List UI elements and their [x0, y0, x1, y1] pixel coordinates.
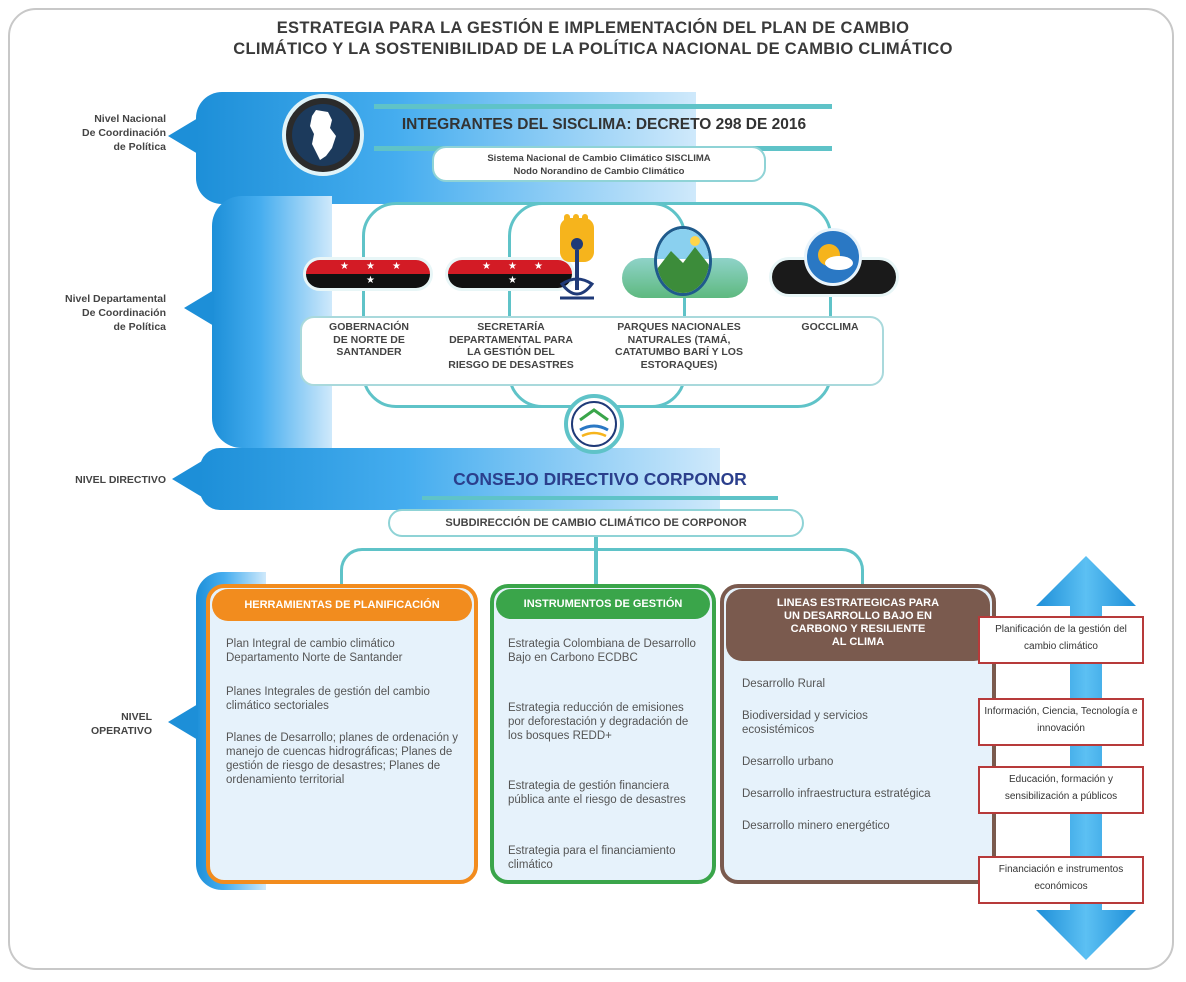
sisclima-subtitle-pill: Sistema Nacional de Cambio Climático SIS…: [432, 146, 766, 182]
hand-emblem-icon: [552, 214, 602, 314]
consejo-underline: [422, 496, 778, 500]
departamental-arrow: [184, 290, 214, 326]
directivo-arrow: [172, 461, 202, 497]
entity-parques-line-3: CATATUMBO BARÍ Y LOS: [615, 346, 743, 358]
instrumentos-item: Estrategia de gestión financiera pública…: [508, 780, 686, 806]
lineas-item: Desarrollo infraestructura estratégica: [742, 788, 931, 800]
side-box-informacion: Información, Ciencia, Tecnología e innov…: [978, 698, 1144, 746]
entity-secretaria-line-2: DEPARTAMENTAL PARA: [449, 333, 573, 346]
center-column-stem: [594, 548, 598, 588]
entity-secretaria-line-1: SECRETARÍA: [477, 321, 545, 333]
diagram-title: ESTRATEGIA PARA LA GESTIÓN E IMPLEMENTAC…: [0, 18, 1186, 60]
nivel-operativo-line-1: NIVEL: [121, 711, 152, 723]
double-arrow-icon: [1026, 556, 1146, 960]
lineas-item: Desarrollo urbano: [742, 756, 834, 768]
entity-secretaria-line-3: LA GESTIÓN DEL: [467, 346, 555, 358]
nacional-arrow: [168, 118, 198, 154]
nivel-departamental-line-1: Nivel Departamental: [65, 293, 166, 305]
nivel-departamental-line-2: De Coordinación: [81, 307, 166, 319]
entity-gobernacion-line-3: SANTANDER: [336, 346, 402, 358]
operativo-arrow: [168, 704, 198, 740]
entity-parques-line-1: PARQUES NACIONALES: [617, 321, 741, 333]
instrumentos-item: Estrategia reducción de emisiones por de…: [508, 702, 689, 742]
subdireccion-stem: [594, 537, 598, 551]
entity-gobernacion: GOBERNACIÓN DE NORTE DE SANTANDER: [304, 321, 434, 359]
nivel-operativo-label: NIVEL OPERATIVO: [20, 710, 152, 738]
entity-parques: PARQUES NACIONALES NATURALES (TAMÁ, CATA…: [594, 321, 764, 371]
entity-parques-line-2: NATURALES (TAMÁ,: [627, 333, 731, 346]
map-medallion-icon: [282, 94, 364, 176]
parques-badge-icon: [654, 226, 712, 296]
sisclima-sub-line-1: Sistema Nacional de Cambio Climático SIS…: [487, 153, 711, 164]
entity-secretaria: SECRETARÍA DEPARTAMENTAL PARA LA GESTIÓN…: [438, 321, 584, 371]
herramientas-item: Planes de Desarrollo; planes de ordenaci…: [226, 732, 459, 786]
gocclima-sun-icon: [804, 228, 862, 286]
consejo-directivo-title: CONSEJO DIRECTIVO CORPONOR: [453, 469, 747, 489]
side-box-planificacion: Planificación de la gestión del cambio c…: [978, 616, 1144, 664]
herramientas-item: Planes Integrales de gestión del cambio …: [226, 686, 430, 712]
lineas-item: Desarrollo Rural: [742, 678, 826, 690]
nivel-directivo-label: NIVEL DIRECTIVO: [75, 474, 166, 486]
columns-connector: [340, 548, 864, 596]
lineas-heading-line-4: AL CLIMA: [831, 636, 885, 648]
lineas-heading-line-2: UN DESARROLLO BAJO EN: [784, 610, 932, 622]
sisclima-sub-line-2: Nodo Norandino de Cambio Climático: [513, 166, 685, 177]
herramientas-column: [206, 584, 478, 884]
instrumentos-heading: INSTRUMENTOS DE GESTIÓN: [496, 589, 710, 619]
sisclima-top-line: [374, 104, 832, 109]
diagram-frame: [8, 8, 1174, 970]
lineas-item: Desarrollo minero energético: [742, 820, 890, 832]
instrumentos-item: Estrategia para el financiamiento climát…: [508, 845, 676, 871]
entity-parques-line-4: ESTORAQUES): [640, 358, 718, 371]
nivel-nacional-line-3: de Política: [113, 141, 166, 153]
herramientas-heading: HERRAMIENTAS DE PLANIFICACIÓN: [212, 589, 472, 621]
title-line-2: CLIMÁTICO Y LA SOSTENIBILIDAD DE LA POLÍ…: [233, 40, 953, 58]
instrumentos-column: [490, 584, 716, 884]
nivel-nacional-label: Nivel Nacional De Coordinación de Políti…: [20, 112, 166, 154]
nivel-departamental-label: Nivel Departamental De Coordinación de P…: [20, 292, 166, 334]
title-line-1: ESTRATEGIA PARA LA GESTIÓN E IMPLEMENTAC…: [276, 19, 910, 37]
entity-gocclima: GOCCLIMA: [780, 321, 880, 334]
lineas-item: Biodiversidad y servicios ecosistémicos: [742, 710, 868, 736]
corponor-logo-icon: [564, 394, 624, 454]
secretaria-flag-icon: ★ ★ ★ ★: [448, 260, 572, 288]
herramientas-item: Plan Integral de cambio climático Depart…: [226, 638, 403, 664]
entity-secretaria-line-4: RIESGO DE DESASTRES: [448, 358, 574, 371]
sisclima-heading: INTEGRANTES DEL SISCLIMA: DECRETO 298 DE…: [401, 116, 807, 133]
lineas-heading-line-3: CARBONO Y RESILIENTE: [790, 623, 926, 635]
nivel-nacional-line-2: De Coordinación: [81, 127, 166, 139]
norte-santander-map-icon: [292, 104, 354, 166]
entity-gobernacion-line-1: GOBERNACIÓN: [329, 321, 409, 333]
subdireccion-pill: SUBDIRECCIÓN DE CAMBIO CLIMÁTICO DE CORP…: [388, 509, 804, 537]
norte-santander-flag-icon: ★ ★ ★ ★: [306, 260, 430, 288]
entity-gobernacion-line-2: DE NORTE DE: [333, 333, 405, 346]
side-box-financiacion: Financiación e instrumentos económicos: [978, 856, 1144, 904]
nivel-nacional-line-1: Nivel Nacional: [94, 113, 166, 125]
nivel-departamental-line-3: de Política: [113, 321, 166, 333]
entities-box: [300, 316, 884, 386]
lineas-heading-line-1: LINEAS ESTRATEGICAS PARA: [776, 597, 940, 609]
nivel-operativo-line-2: OPERATIVO: [90, 725, 152, 737]
side-box-educacion: Educación, formación y sensibilización a…: [978, 766, 1144, 814]
entity-gocclima-line-1: GOCCLIMA: [801, 321, 859, 333]
instrumentos-item: Estrategia Colombiana de Desarrollo Bajo…: [508, 638, 696, 664]
lineas-heading: LINEAS ESTRATEGICAS PARA UN DESARROLLO B…: [726, 589, 990, 661]
